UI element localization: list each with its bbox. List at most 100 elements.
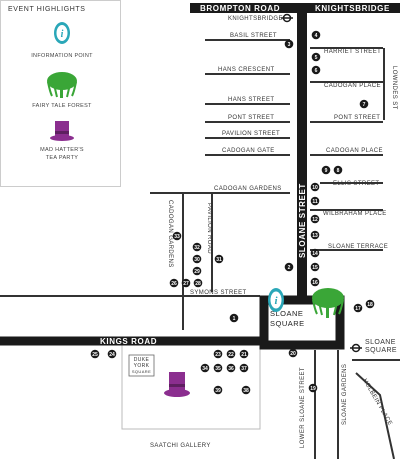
- harriet-street-label: HARRIET STREET: [324, 49, 381, 55]
- marker-12[interactable]: 12: [310, 214, 320, 224]
- lowndes-st-label: LOWNDES ST: [391, 66, 397, 110]
- svg-text:1: 1: [233, 316, 236, 322]
- saatchi-gallery-label: SAATCHI GALLERY: [150, 443, 211, 449]
- legend-title: EVENT HIGHLIGHTS: [8, 6, 86, 13]
- svg-text:11: 11: [312, 199, 318, 205]
- marker-30[interactable]: 30: [192, 254, 202, 264]
- marker-18[interactable]: 18: [365, 299, 375, 309]
- markers: 3 4 5 6 7 9 8 10 11 12 13 14 15 16 2 17 …: [90, 30, 375, 395]
- svg-text:12: 12: [312, 217, 318, 223]
- marker-23[interactable]: 23: [213, 349, 223, 359]
- cadogan-place-label-1: CADOGAN PLACE: [324, 83, 381, 89]
- tree-icon[interactable]: [312, 288, 344, 318]
- knightsbridge-station[interactable]: KNIGHTSBRIDGE: [228, 13, 293, 23]
- marker-26[interactable]: 26: [169, 278, 179, 288]
- svg-text:i: i: [274, 295, 278, 307]
- cadogan-gate-label: CADOGAN GATE: [222, 148, 275, 154]
- duke-york-label-2: YORK: [134, 363, 150, 369]
- svg-text:32: 32: [194, 245, 200, 251]
- marker-4[interactable]: 4: [311, 30, 321, 40]
- marker-37[interactable]: 37: [239, 363, 249, 373]
- marker-25[interactable]: 25: [90, 349, 100, 359]
- marker-22[interactable]: 22: [226, 349, 236, 359]
- marker-21[interactable]: 21: [239, 349, 249, 359]
- marker-38[interactable]: 38: [241, 385, 251, 395]
- svg-text:16: 16: [312, 280, 318, 286]
- marker-32[interactable]: 32: [192, 242, 202, 252]
- marker-36[interactable]: 36: [226, 363, 236, 373]
- marker-16[interactable]: 16: [310, 277, 320, 287]
- duke-york-square-box: [128, 354, 155, 377]
- svg-text:13: 13: [312, 233, 318, 239]
- svg-text:18: 18: [367, 302, 373, 308]
- marker-2[interactable]: 2: [284, 262, 294, 272]
- marker-7[interactable]: 7: [359, 99, 369, 109]
- svg-text:2: 2: [288, 265, 291, 271]
- svg-text:30: 30: [194, 257, 200, 263]
- svg-text:21: 21: [241, 352, 247, 358]
- top-hat-icon[interactable]: [164, 372, 190, 397]
- wilbraham-place-label: WILBRAHAM PLACE: [323, 211, 387, 217]
- legend-label-mad-hatter-line2: TEA PARTY: [46, 155, 78, 161]
- info-point-icon: i: [54, 22, 70, 44]
- svg-text:34: 34: [202, 366, 208, 372]
- svg-text:37: 37: [241, 366, 247, 372]
- svg-text:27: 27: [183, 281, 189, 287]
- svg-text:9: 9: [325, 168, 328, 174]
- marker-6[interactable]: 6: [311, 65, 321, 75]
- marker-19[interactable]: 19: [308, 383, 318, 393]
- sloane-square-label-2: SQUARE: [270, 319, 305, 328]
- marker-13[interactable]: 13: [310, 230, 320, 240]
- svg-text:i: i: [61, 29, 64, 40]
- cadogan-gardens-h-label: CADOGAN GARDENS: [214, 186, 282, 192]
- pavilion-street-label: PAVILION STREET: [222, 131, 280, 137]
- svg-text:29: 29: [194, 269, 200, 275]
- marker-35[interactable]: 35: [213, 363, 223, 373]
- marker-24[interactable]: 24: [107, 349, 117, 359]
- svg-text:19: 19: [310, 386, 316, 392]
- marker-29[interactable]: 29: [192, 266, 202, 276]
- street-labels: BASIL STREET HARRIET STREET HANS CRESCEN…: [167, 33, 397, 448]
- svg-text:38: 38: [243, 388, 249, 394]
- marker-39[interactable]: 39: [213, 385, 223, 395]
- duke-york-label-3: SQUARE: [132, 369, 151, 374]
- marker-34[interactable]: 34: [200, 363, 210, 373]
- basil-street-label: BASIL STREET: [230, 33, 277, 39]
- info-point-icon[interactable]: i: [268, 288, 284, 312]
- svg-text:14: 14: [312, 251, 318, 257]
- marker-28[interactable]: 28: [193, 278, 203, 288]
- pont-street-e-label: PONT STREET: [334, 115, 380, 121]
- svg-text:17: 17: [355, 306, 361, 312]
- marker-31[interactable]: 31: [214, 254, 224, 264]
- marker-10[interactable]: 10: [310, 182, 320, 192]
- marker-11[interactable]: 11: [310, 196, 320, 206]
- marker-27[interactable]: 27: [181, 278, 191, 288]
- svg-text:4: 4: [315, 33, 318, 39]
- legend: EVENT HIGHLIGHTS i INFORMATION POINT FAI…: [0, 0, 121, 187]
- symons-street-label: SYMONS STREET: [190, 290, 247, 296]
- svg-text:5: 5: [315, 55, 318, 61]
- svg-text:6: 6: [315, 68, 318, 74]
- svg-text:28: 28: [195, 281, 201, 287]
- marker-8[interactable]: 8: [333, 165, 343, 175]
- marker-3[interactable]: 3: [284, 39, 294, 49]
- marker-1[interactable]: 1: [229, 313, 239, 323]
- marker-14[interactable]: 14: [310, 248, 320, 258]
- marker-15[interactable]: 15: [310, 262, 320, 272]
- marker-5[interactable]: 5: [311, 52, 321, 62]
- hans-street-label: HANS STREET: [228, 97, 274, 103]
- hans-crescent-label: HANS CRESCENT: [218, 67, 275, 73]
- sloane-square-station[interactable]: SLOANE SQUARE: [350, 339, 397, 354]
- legend-label-mad-hatter-line1: MAD HATTER'S: [40, 147, 84, 153]
- top-hat-icon: [50, 121, 74, 141]
- marker-9[interactable]: 9: [321, 165, 331, 175]
- svg-text:31: 31: [216, 257, 222, 263]
- svg-text:7: 7: [363, 102, 366, 108]
- holbein-place-label: HOLBEIN PLACE: [361, 378, 393, 427]
- svg-text:10: 10: [312, 185, 318, 191]
- sloane-gardens-label: SLOANE GARDENS: [342, 364, 348, 425]
- marker-17[interactable]: 17: [353, 303, 363, 313]
- marker-33[interactable]: 33: [172, 231, 182, 241]
- marker-20[interactable]: 20: [288, 348, 298, 358]
